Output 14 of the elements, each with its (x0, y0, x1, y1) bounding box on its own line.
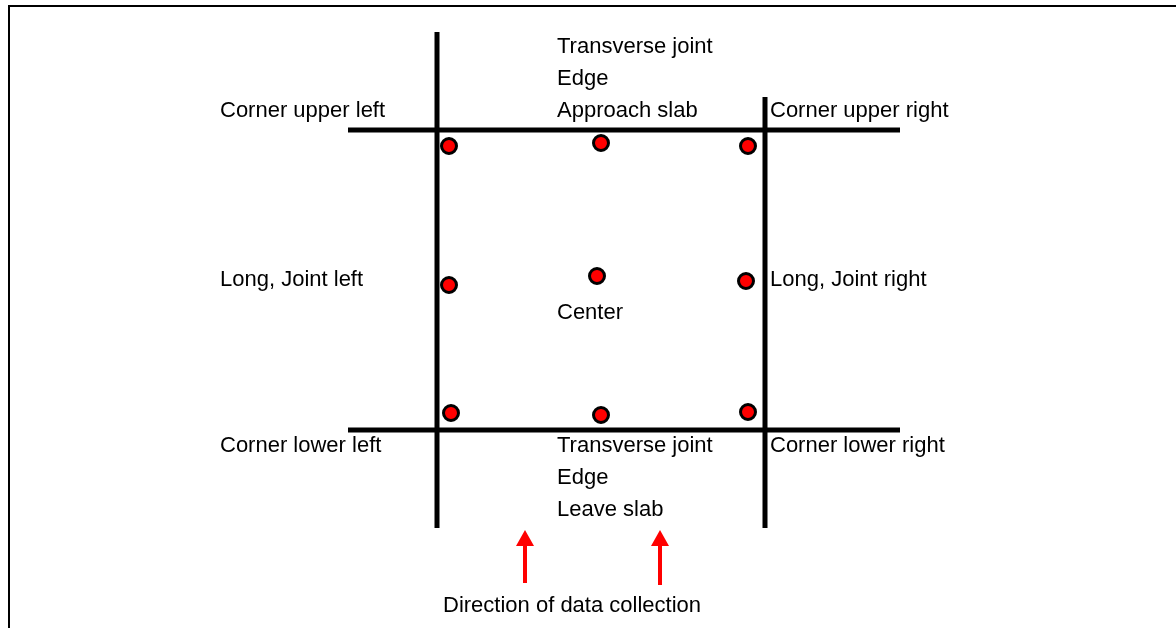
corner-label: Corner lower left (220, 432, 382, 458)
joint-label: Long, Joint right (770, 266, 927, 292)
center-label: Center (557, 299, 624, 325)
corner-label: Corner lower right (770, 432, 945, 458)
corner-label: Corner upper left (220, 97, 386, 123)
slab-label: Leave slab (557, 496, 664, 522)
slab-label: Approach slab (557, 97, 698, 123)
position-label: Edge (557, 464, 609, 490)
caption: Direction of data collection (443, 592, 702, 618)
joint-label: Transverse joint (557, 432, 713, 458)
joint-label: Long, Joint left (220, 266, 364, 292)
corner-label: Corner upper right (770, 97, 949, 123)
joint-label: Transverse joint (557, 33, 713, 59)
position-label: Edge (557, 65, 609, 91)
